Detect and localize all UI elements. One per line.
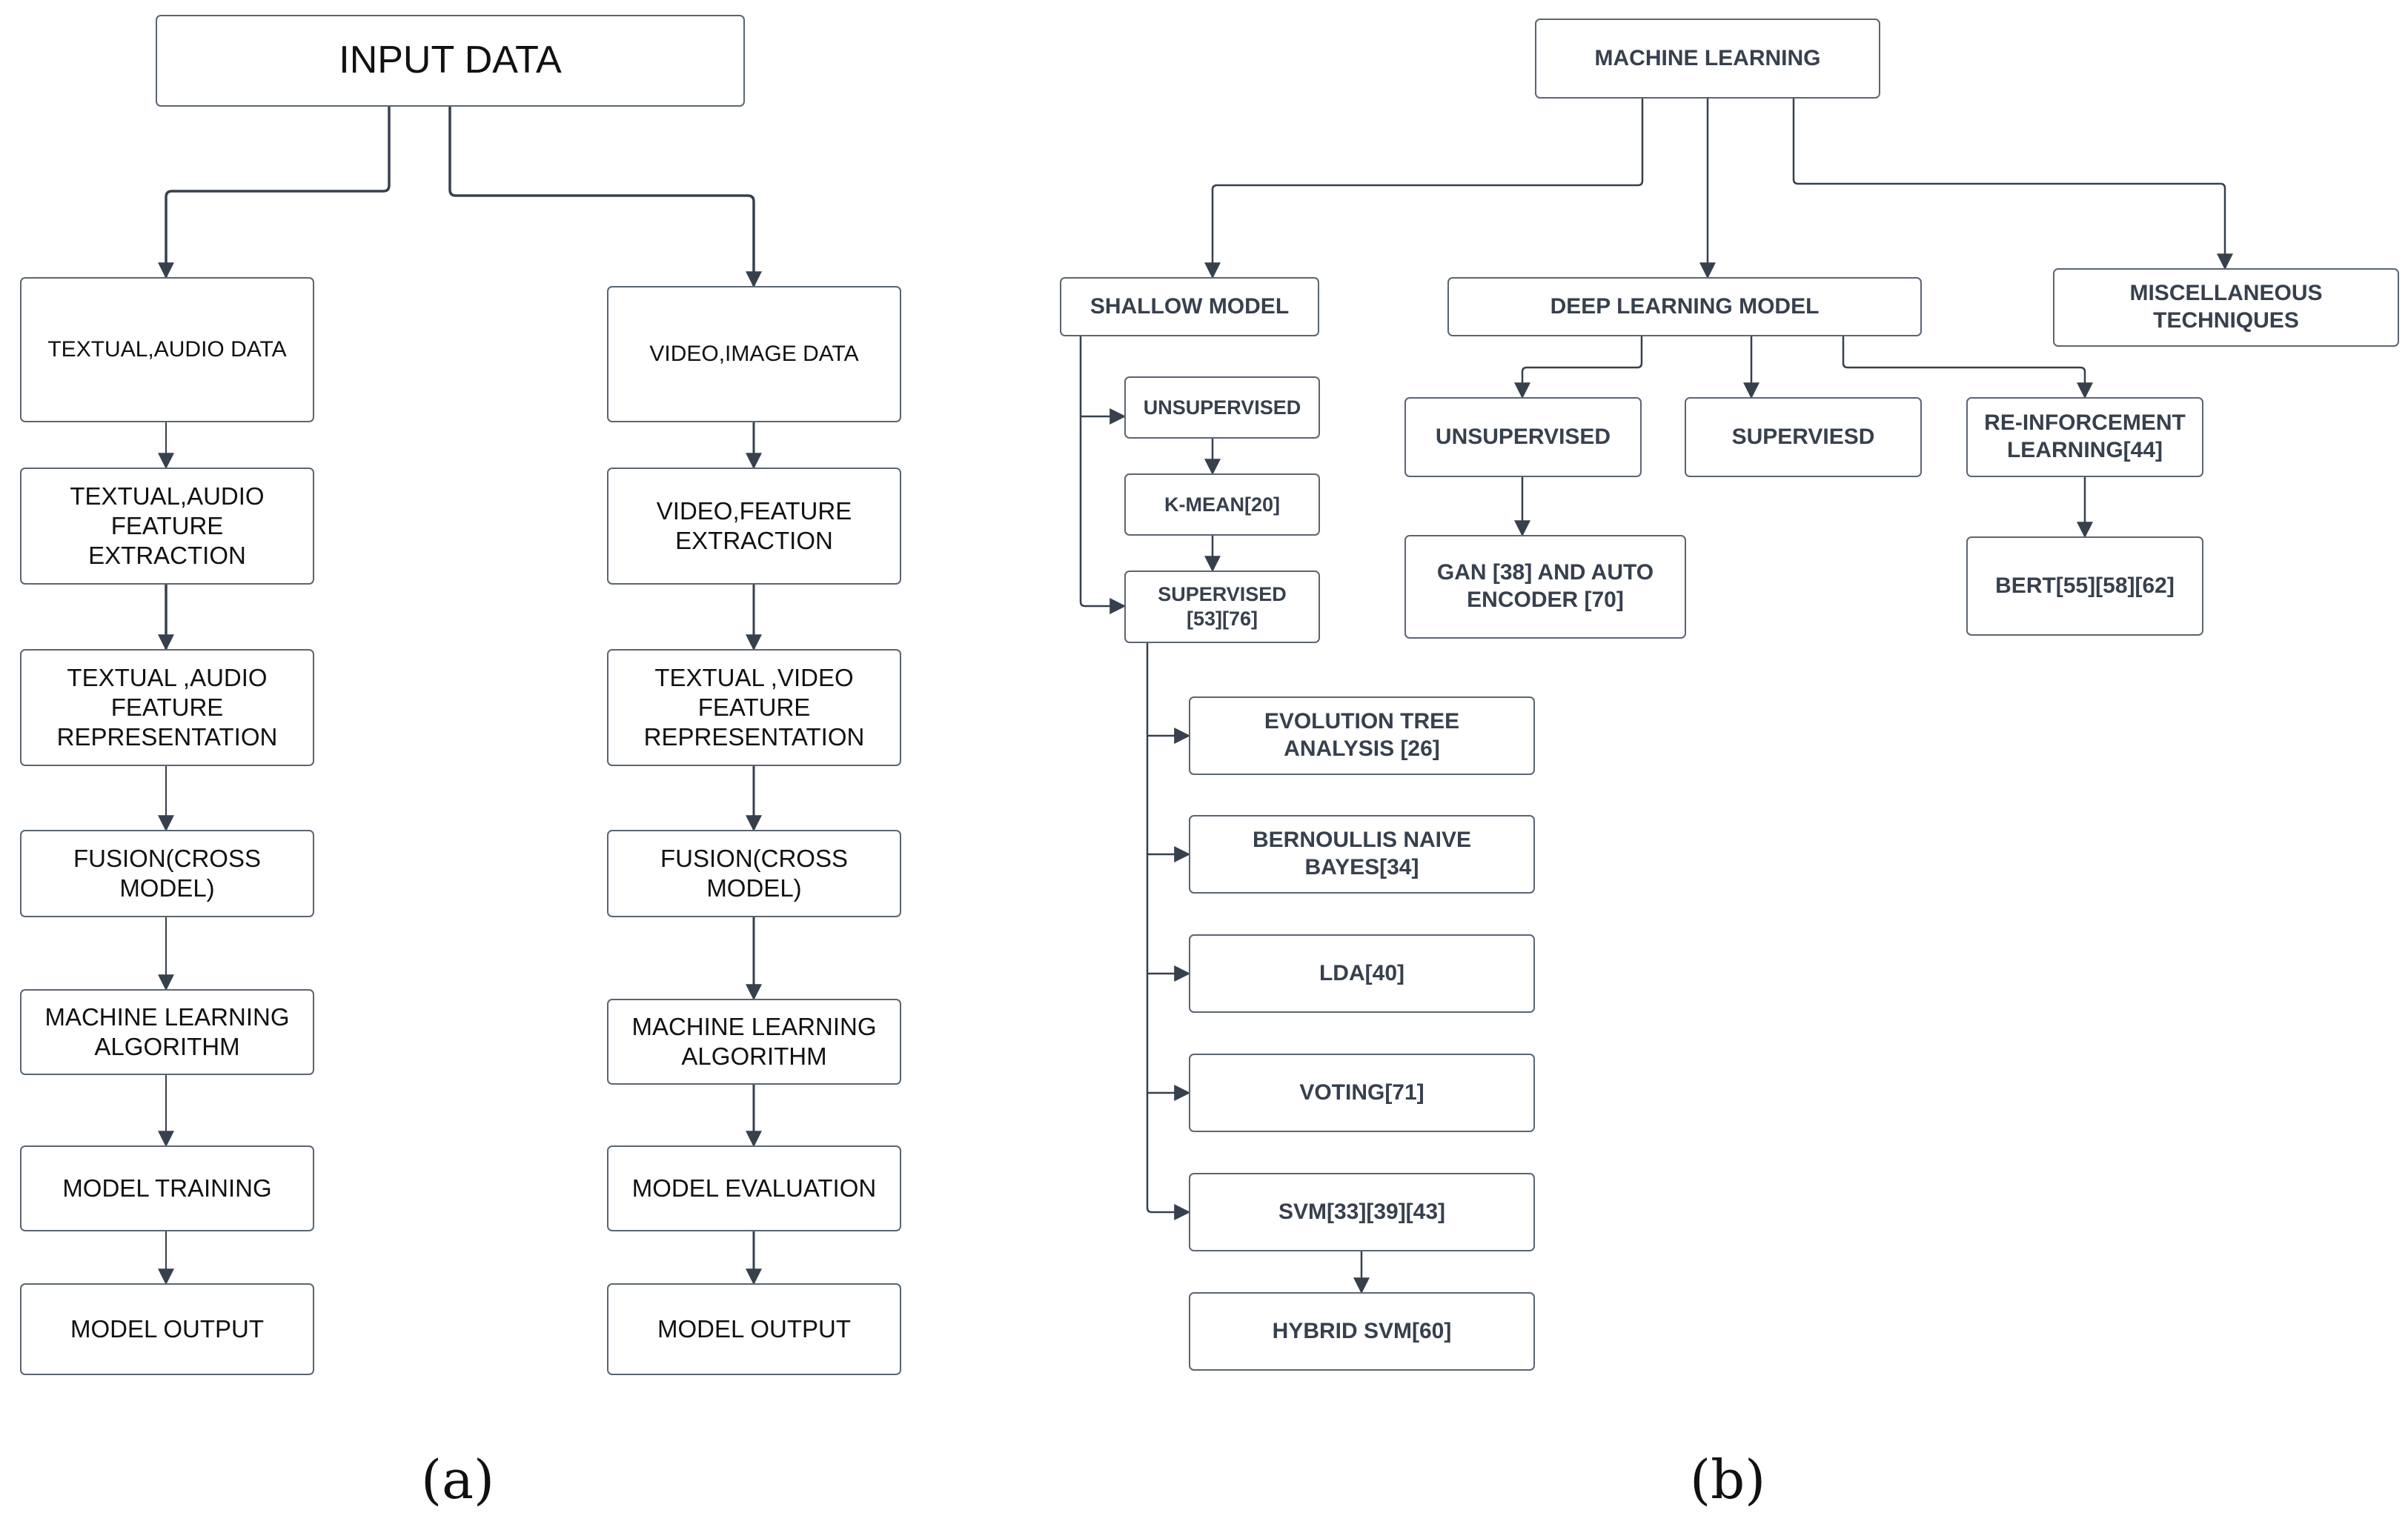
- right-box-fusion: FUSION(CROSS MODEL): [607, 830, 901, 917]
- method-box-voting: VOTING[71]: [1189, 1054, 1535, 1132]
- edge-b-deep-to-reinforce: [1842, 336, 2093, 399]
- gan-autoencoder-box: GAN [38] AND AUTO ENCODER [70]: [1404, 535, 1686, 639]
- shallow-label: SHALLOW MODEL: [1089, 293, 1290, 319]
- shallow-model-box: SHALLOW MODEL: [1060, 277, 1319, 336]
- input-data-label: INPUT DATA: [339, 39, 562, 82]
- method-box-evolution-tree: EVOLUTION TREE ANALYSIS [26]: [1189, 696, 1535, 775]
- right-box-label: VIDEO,IMAGE DATA: [649, 341, 859, 366]
- method-label: VOTING[71]: [1299, 1080, 1424, 1105]
- right-box-ml-algorithm: MACHINE LEARNING ALGORITHM: [607, 999, 901, 1085]
- right-box-label: MODEL EVALUATION: [631, 1174, 877, 1202]
- left-box-feature-representation: TEXTUAL ,AUDIO FEATURE REPRESENTATION: [20, 649, 314, 766]
- right-box-label: MACHINE LEARNING ALGORITHM: [631, 1012, 877, 1070]
- left-box-fusion: FUSION(CROSS MODEL): [20, 830, 314, 917]
- caption-b: (b): [1690, 1448, 1766, 1511]
- method-label: LDA[40]: [1319, 960, 1404, 985]
- kmean-box: K-MEAN[20]: [1124, 473, 1320, 536]
- connector-edges: [158, 99, 2233, 1294]
- left-box-label: FUSION(CROSS MODEL): [73, 844, 261, 902]
- left-box-ml-algorithm: MACHINE LEARNING ALGORITHM: [20, 989, 314, 1075]
- shallow-supervised-box: SUPERVISED [53][76]: [1124, 571, 1320, 643]
- gan-label: GAN [38] AND AUTO ENCODER [70]: [1436, 560, 1654, 612]
- left-box-feature-extraction: TEXTUAL,AUDIO FEATURE EXTRACTION: [20, 468, 314, 585]
- caption-a: (a): [421, 1448, 495, 1511]
- left-box-label: MODEL TRAINING: [62, 1174, 272, 1202]
- left-box-model-training: MODEL TRAINING: [20, 1145, 314, 1231]
- deep-supervised-label: SUPERVIESD: [1731, 424, 1875, 449]
- shallow-unsupervised-label: UNSUPERVISED: [1143, 396, 1301, 419]
- method-label: BERNOULLIS NAIVE BAYES[34]: [1252, 828, 1472, 879]
- edge-a-input-to-right: [448, 107, 762, 288]
- right-box-model-output: MODEL OUTPUT: [607, 1283, 901, 1375]
- root-label: MACHINE LEARNING: [1594, 45, 1821, 70]
- method-box-lda: LDA[40]: [1189, 934, 1535, 1013]
- deep-label: DEEP LEARNING MODEL: [1550, 293, 1820, 319]
- deep-unsupervised-label: UNSUPERVISED: [1435, 424, 1611, 449]
- left-box-model-output: MODEL OUTPUT: [20, 1283, 314, 1375]
- left-box-label: TEXTUAL,AUDIO FEATURE EXTRACTION: [70, 482, 265, 570]
- bert-label: BERT[55][58][62]: [1995, 573, 2175, 598]
- miscellaneous-techniques-box: MISCELLANEOUS TECHNIQUES: [2053, 268, 2399, 347]
- right-box-feature-extraction: VIDEO,FEATURE EXTRACTION: [607, 468, 901, 585]
- machine-learning-root-box: MACHINE LEARNING: [1535, 19, 1880, 99]
- reinforcement-learning-box: RE-INFORCEMENT LEARNING[44]: [1966, 397, 2203, 477]
- right-box-label: TEXTUAL ,VIDEO FEATURE REPRESENTATION: [643, 663, 865, 751]
- method-box-bernoullis-naive-bayes: BERNOULLIS NAIVE BAYES[34]: [1189, 815, 1535, 894]
- right-box-model-evaluation: MODEL EVALUATION: [607, 1145, 901, 1231]
- method-box-svm: SVM[33][39][43]: [1189, 1173, 1535, 1251]
- hybrid-svm-box: HYBRID SVM[60]: [1189, 1292, 1535, 1371]
- shallow-unsupervised-box: UNSUPERVISED: [1124, 376, 1320, 439]
- edge-b-deep-to-unsup: [1514, 336, 1643, 399]
- edge-b-root-shallow: [1204, 99, 1644, 279]
- deep-learning-model-box: DEEP LEARNING MODEL: [1447, 277, 1922, 336]
- hybrid-svm-label: HYBRID SVM[60]: [1272, 1318, 1452, 1343]
- deep-supervised-box: SUPERVIESD: [1685, 397, 1922, 477]
- edge-a-input-to-left: [158, 107, 391, 279]
- edge-b-shallow-spine: [1079, 336, 1127, 614]
- right-box-label: MODEL OUTPUT: [657, 1314, 851, 1343]
- left-box-label: MACHINE LEARNING ALGORITHM: [44, 1002, 290, 1060]
- left-box-label: MODEL OUTPUT: [70, 1314, 264, 1343]
- right-box-label: VIDEO,FEATURE EXTRACTION: [656, 496, 852, 554]
- reinforcement-label: RE-INFORCEMENT LEARNING[44]: [1984, 410, 2186, 462]
- edge-b-root-misc: [1792, 99, 2233, 270]
- deep-unsupervised-box: UNSUPERVISED: [1404, 397, 1642, 477]
- right-box-label: FUSION(CROSS MODEL): [660, 844, 848, 902]
- left-box-label: TEXTUAL ,AUDIO FEATURE REPRESENTATION: [56, 663, 278, 751]
- left-box-label: TEXTUAL,AUDIO DATA: [47, 336, 287, 362]
- shallow-supervised-label: SUPERVISED [53][76]: [1158, 583, 1287, 630]
- kmean-label: K-MEAN[20]: [1164, 493, 1280, 516]
- input-data-box: INPUT DATA: [156, 15, 745, 107]
- right-box-feature-representation: TEXTUAL ,VIDEO FEATURE REPRESENTATION: [607, 649, 901, 766]
- edge-b-sup-spine: [1146, 643, 1191, 1220]
- method-label: SVM[33][39][43]: [1278, 1199, 1446, 1224]
- method-label: EVOLUTION TREE ANALYSIS [26]: [1264, 709, 1460, 761]
- bert-box: BERT[55][58][62]: [1966, 536, 2203, 636]
- misc-label: MISCELLANEOUS TECHNIQUES: [2129, 281, 2323, 333]
- left-box-textual-audio-data: TEXTUAL,AUDIO DATA: [20, 277, 314, 422]
- right-box-video-image-data: VIDEO,IMAGE DATA: [607, 286, 901, 422]
